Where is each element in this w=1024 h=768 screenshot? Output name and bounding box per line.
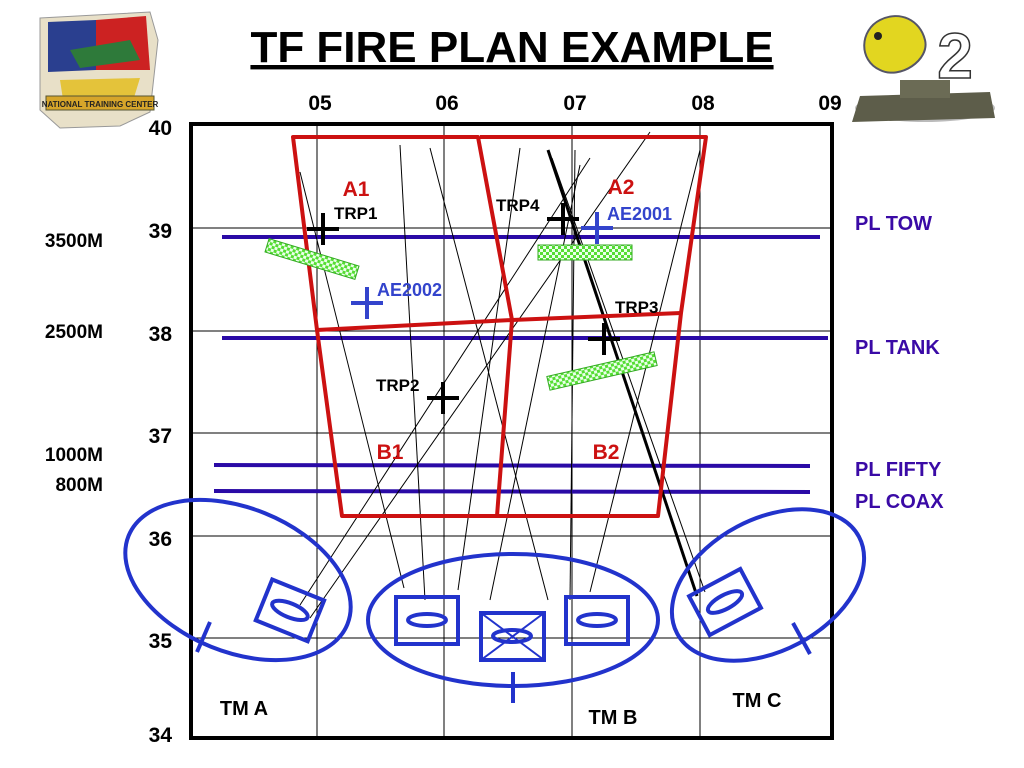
fire-line (399, 144, 426, 601)
trp2-label: TRP2 (376, 376, 419, 395)
team-a-label: TM A (220, 698, 268, 720)
emblem-numeral: 2 (937, 20, 973, 92)
fire-line (429, 147, 549, 601)
team-c (669, 507, 867, 663)
team-b-hq-symbol (479, 611, 546, 662)
pl-tow-label: PL TOW (855, 213, 932, 235)
easting-label: 08 (691, 92, 715, 115)
sector-divider (316, 311, 682, 332)
team-a (123, 497, 353, 663)
easting-label: 05 (308, 92, 332, 115)
northing-label: 35 (149, 630, 173, 653)
fire-line (551, 157, 706, 593)
northing-label: 38 (149, 323, 173, 346)
pl-coax-label: PL COAX (855, 491, 944, 513)
pl-tank-label: PL TANK (855, 337, 940, 359)
ae-markers (351, 212, 613, 319)
slide-title: TF FIRE PLAN EXAMPLE (250, 23, 773, 72)
sector-b2-label: B2 (593, 441, 620, 464)
obstacles (264, 237, 658, 391)
trp4-label: TRP4 (496, 196, 540, 215)
trp2-marker (427, 382, 459, 414)
cobra-tank-emblem: 2 (852, 15, 995, 122)
sectors (291, 135, 708, 518)
northing-label: 34 (149, 724, 173, 747)
phase-line-fifty (213, 463, 811, 468)
ntc-logo-text: NATIONAL TRAINING CENTER (42, 100, 159, 109)
pl-fifty-label: PL FIFTY (855, 459, 942, 481)
ae2001-marker (581, 212, 613, 244)
fire-line (589, 149, 701, 593)
team-c-unit-symbol (686, 566, 764, 638)
trp1-label: TRP1 (334, 204, 377, 223)
easting-label: 07 (563, 92, 586, 115)
ae2002-marker (351, 287, 383, 319)
sector-a1-label: A1 (343, 178, 370, 201)
range-label-3500: 3500M (45, 231, 103, 252)
team-a-unit-symbol (253, 576, 327, 644)
trp4-marker (547, 203, 579, 235)
easting-label: 09 (818, 92, 841, 115)
team-b-unit-symbol (564, 595, 630, 646)
fire-line (299, 171, 405, 589)
northing-label: 37 (149, 425, 172, 448)
obstacle (264, 237, 360, 281)
team-b-unit-symbol (394, 595, 460, 646)
obstacle (537, 244, 633, 261)
obstacle (546, 351, 658, 391)
range-label-2500: 2500M (45, 322, 103, 343)
northing-label: 40 (149, 117, 172, 140)
national-training-center-logo: NATIONAL TRAINING CENTER (39, 11, 159, 129)
northing-label: 39 (149, 220, 172, 243)
team-c-label: TM C (733, 690, 782, 712)
northing-label: 36 (149, 528, 172, 551)
sector-a2-label: A2 (608, 176, 635, 199)
trp-markers (307, 203, 620, 414)
ae2002-label: AE2002 (377, 280, 442, 300)
map-frame (189, 122, 834, 740)
fire-line (489, 164, 581, 601)
easting-label: 06 (435, 92, 458, 115)
ae2001-label: AE2001 (607, 204, 672, 224)
map-grid (189, 122, 834, 740)
trp3-marker (588, 323, 620, 355)
fire-lines (299, 131, 706, 619)
team-boundary-tick (791, 622, 812, 655)
trp1-marker (307, 213, 339, 245)
team-c-boundary (669, 507, 867, 663)
team-a-boundary (123, 497, 353, 663)
fire-line (309, 131, 651, 619)
trp3-label: TRP3 (615, 298, 658, 317)
team-boundary-tick (195, 621, 212, 653)
team-b (366, 552, 660, 703)
fire-line (299, 157, 591, 606)
team-b-label: TM B (589, 707, 638, 729)
range-label-800: 800M (55, 475, 103, 496)
range-label-1000: 1000M (45, 445, 103, 466)
sector-b1-label: B1 (377, 441, 404, 464)
